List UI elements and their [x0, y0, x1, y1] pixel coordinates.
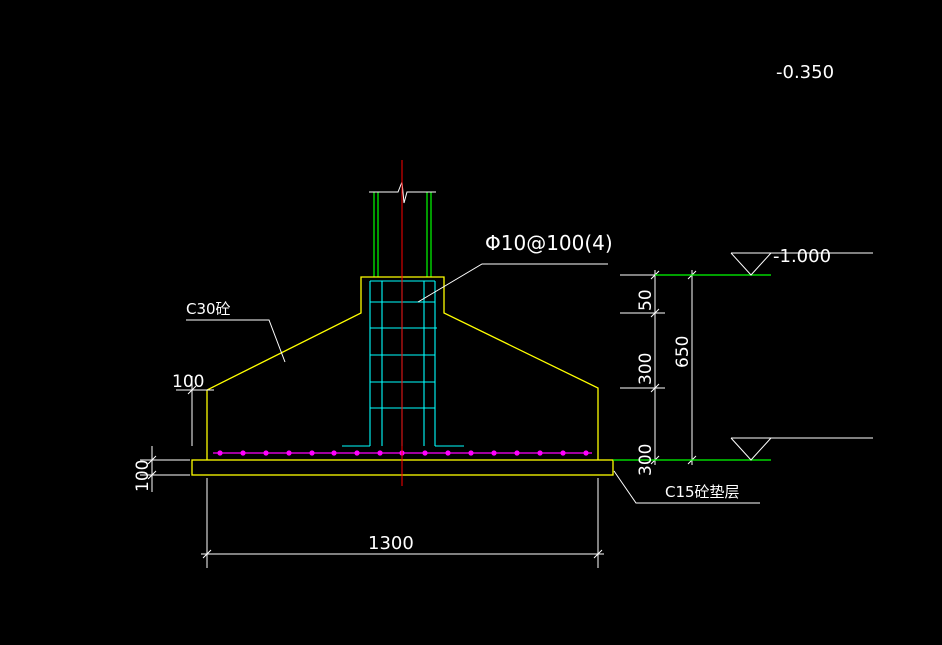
dim-edge-height: [176, 376, 214, 446]
concrete-label: C30砼: [186, 300, 231, 318]
right-elevation-label: -1.000: [773, 246, 831, 267]
dim-cushion-thickness-label: 100: [133, 460, 153, 492]
dim-bottom-step-label: 300: [636, 444, 656, 476]
cushion-label: C15砼垫层: [665, 483, 740, 501]
dim-base-width: [201, 478, 604, 568]
dim-top-step-label: 50: [636, 289, 656, 311]
break-line: [369, 181, 436, 204]
dim-slope-height-label: 300: [636, 353, 656, 385]
stirrup-leader: [417, 263, 608, 303]
concrete-leader: [186, 319, 286, 363]
dim-total-height-label: 650: [673, 336, 693, 368]
column-outline: [373, 192, 432, 277]
column-rebar-cage: [342, 280, 464, 447]
elevation-marker-lower: [730, 437, 873, 461]
dim-edge-height-label: 100: [172, 372, 204, 392]
cushion-leader: [613, 470, 760, 504]
stirrup-note: Φ10@100(4): [485, 231, 613, 255]
top-elevation-label: -0.350: [776, 62, 834, 83]
dim-cushion-thickness: [140, 446, 190, 492]
bottom-rebar-dots: [217, 450, 589, 456]
dim-base-width-label: 1300: [368, 533, 414, 554]
elevation-marker-upper: [730, 252, 873, 276]
